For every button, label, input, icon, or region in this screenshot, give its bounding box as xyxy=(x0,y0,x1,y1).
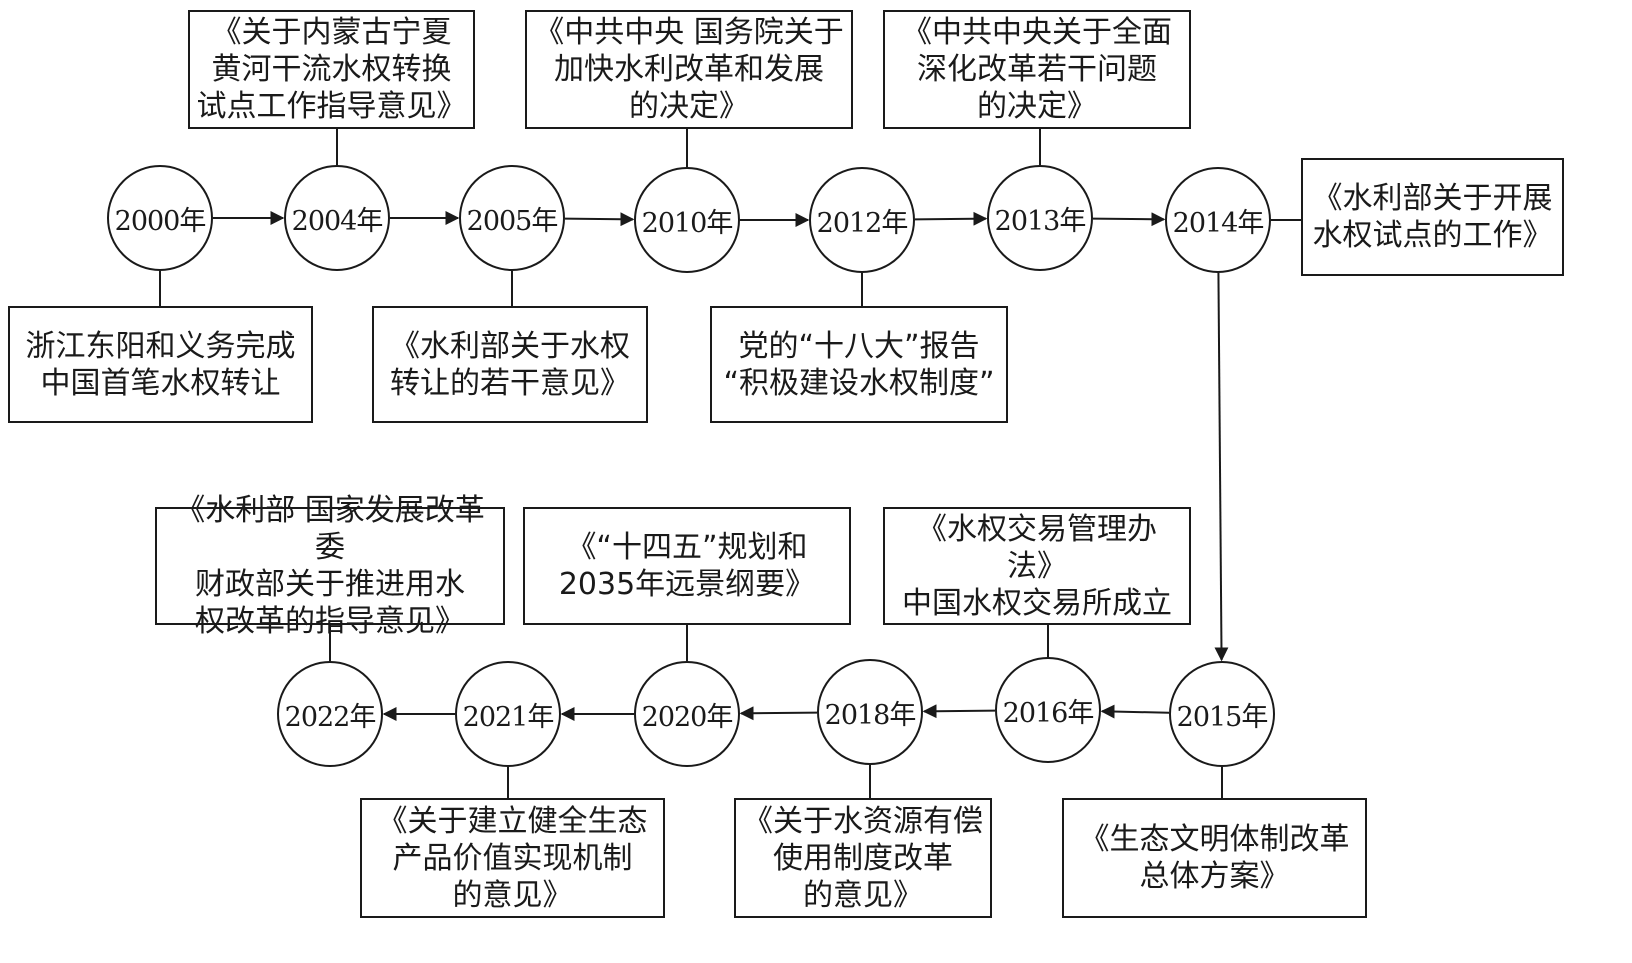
event-box-2014: 《水利部关于开展 水权试点的工作》 xyxy=(1301,158,1564,276)
year-node-2015: 2015年 xyxy=(1169,661,1275,767)
year-node-2013: 2013年 xyxy=(987,165,1093,271)
event-box-2020: 《“十四五”规划和 2035年远景纲要》 xyxy=(523,507,851,625)
year-node-2012: 2012年 xyxy=(809,167,915,273)
event-box-2022: 《水利部 国家发展改革委 财政部关于推进用水 权改革的指导意见》 xyxy=(155,493,505,639)
event-box-2016: 《水权交易管理办法》 中国水权交易所成立 xyxy=(883,507,1191,625)
event-box-2018: 《关于水资源有偿 使用制度改革 的意见》 xyxy=(734,798,992,918)
year-node-2018: 2018年 xyxy=(817,659,923,765)
year-node-2010: 2010年 xyxy=(634,167,740,273)
year-node-2000: 2000年 xyxy=(107,165,213,271)
year-node-2020: 2020年 xyxy=(634,661,740,767)
event-box-2005: 《水利部关于水权 转让的若干意见》 xyxy=(372,306,648,423)
timeline-arrow-8 xyxy=(922,704,996,719)
timeline-arrow-4 xyxy=(914,211,988,226)
event-box-2015: 《生态文明体制改革 总体方案》 xyxy=(1062,798,1367,918)
year-node-2014: 2014年 xyxy=(1165,167,1271,273)
event-box-2004: 《关于内蒙古宁夏 黄河干流水权转换 试点工作指导意见》 xyxy=(188,10,475,129)
year-node-2005: 2005年 xyxy=(459,165,565,271)
timeline-arrow-5 xyxy=(1092,212,1166,227)
year-node-2004: 2004年 xyxy=(284,165,390,271)
year-node-2016: 2016年 xyxy=(995,657,1101,763)
timeline-arrow-9 xyxy=(739,706,818,721)
event-box-2012: 党的“十八大”报告 “积极建设水权制度” xyxy=(710,306,1008,423)
timeline-arrow-2 xyxy=(564,212,635,227)
timeline-arrow-6 xyxy=(1214,272,1229,662)
event-box-2021: 《关于建立健全生态 产品价值实现机制 的意见》 xyxy=(360,798,665,918)
year-node-2021: 2021年 xyxy=(455,661,561,767)
year-node-2022: 2022年 xyxy=(277,661,383,767)
event-box-2010: 《中共中央 国务院关于 加快水利改革和发展 的决定》 xyxy=(525,10,853,129)
event-box-2013: 《中共中央关于全面 深化改革若干问题 的决定》 xyxy=(883,10,1191,129)
timeline-arrow-7 xyxy=(1100,704,1170,719)
event-box-2000: 浙江东阳和义务完成 中国首笔水权转让 xyxy=(8,306,313,423)
